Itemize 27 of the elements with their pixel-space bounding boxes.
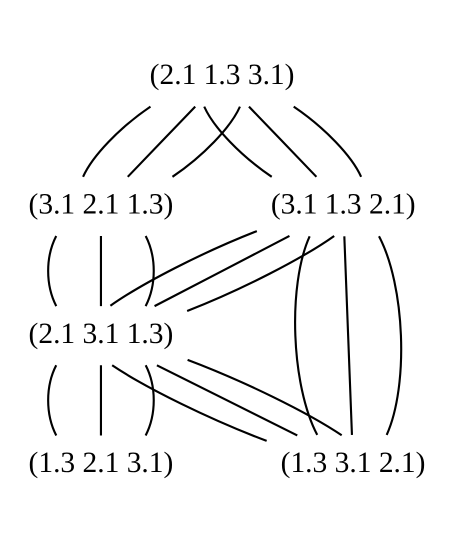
connector — [248, 105, 318, 178]
connector — [172, 106, 241, 178]
connector — [293, 105, 362, 177]
connector — [144, 364, 155, 436]
node-text: (2.1 3.1 1.3) — [28, 317, 174, 350]
node-text: (1.3 2.1 3.1) — [28, 446, 174, 479]
connector — [154, 234, 290, 307]
connector — [343, 236, 354, 434]
connector — [47, 364, 58, 436]
connector — [100, 235, 102, 306]
connector — [156, 364, 298, 436]
connector — [203, 106, 272, 178]
connector — [82, 105, 152, 177]
connector — [110, 230, 258, 306]
connector — [127, 105, 196, 178]
connector — [112, 364, 268, 442]
node-text: (1.3 3.1 2.1) — [280, 446, 426, 479]
connector — [47, 235, 58, 306]
node-text: (2.1 1.3 3.1) — [150, 58, 294, 91]
connector — [186, 234, 335, 312]
connector — [100, 364, 102, 435]
node-text: (3.1 1.3 2.1) — [270, 188, 416, 220]
node-text: (3.1 2.1 1.3) — [28, 188, 174, 220]
connector — [294, 235, 318, 435]
connector — [144, 235, 155, 306]
connector — [187, 358, 342, 436]
connector — [378, 235, 402, 435]
